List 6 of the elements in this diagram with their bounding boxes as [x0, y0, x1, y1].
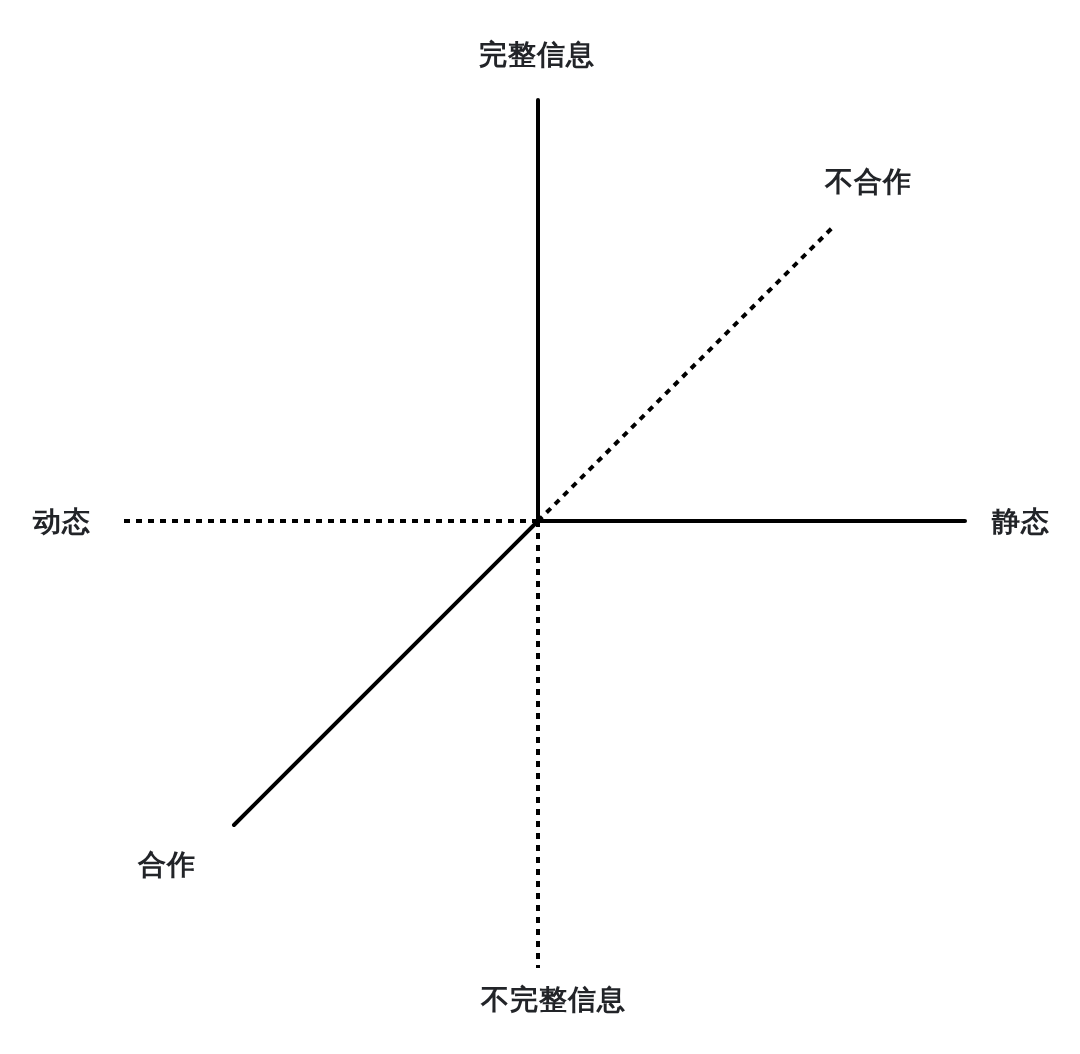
axis-label: 动态	[33, 505, 91, 539]
axis-label: 静态	[992, 505, 1050, 539]
axis-label: 不合作	[824, 165, 912, 199]
axis-label: 合作	[138, 848, 196, 882]
axis-label: 不完整信息	[480, 983, 626, 1017]
axis-label: 完整信息	[479, 38, 595, 72]
